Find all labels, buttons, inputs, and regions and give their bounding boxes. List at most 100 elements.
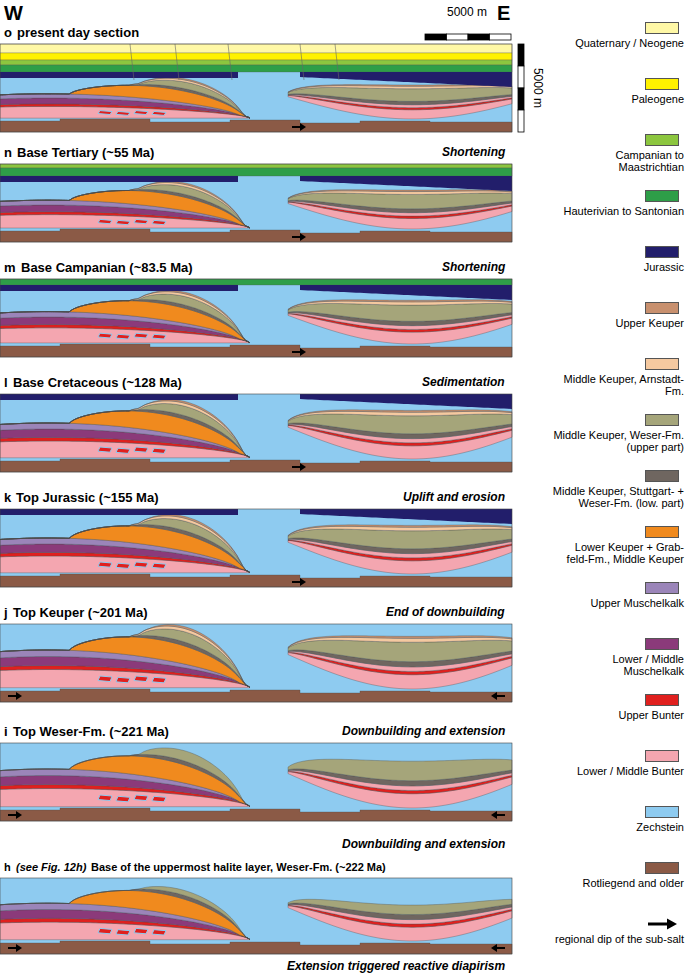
fault-block <box>152 930 166 935</box>
legend-swatch <box>645 806 679 818</box>
legend-swatch <box>645 750 679 762</box>
zechstein-salt <box>0 878 512 954</box>
zechstein-salt <box>0 279 512 357</box>
scale-segment <box>425 34 447 40</box>
overburden-band <box>0 164 512 168</box>
zechstein-salt <box>0 624 512 702</box>
legend-swatch <box>645 638 679 650</box>
fault-block <box>134 333 148 338</box>
strata-layer <box>0 401 250 458</box>
arrow-sample <box>645 918 679 930</box>
strata-layer <box>288 636 512 648</box>
dip-arrow-head <box>491 811 497 819</box>
strata-layer <box>288 85 512 93</box>
strata-layer <box>0 515 250 573</box>
jurassic <box>300 509 512 524</box>
legend-text: Lower / Middle Bunter <box>552 765 684 777</box>
legend-text: Lower Keuper + Grab- feld-Fm., Middle Ke… <box>552 541 684 565</box>
strata-layer <box>0 890 250 939</box>
strata-layer <box>0 519 250 573</box>
scale-segment <box>468 34 490 40</box>
fault-block <box>116 220 130 224</box>
dip-arrow-head <box>16 811 22 819</box>
cross-section <box>0 743 512 821</box>
dip-arrow-head <box>300 463 306 471</box>
panel-letter: h <box>4 861 11 874</box>
legend-swatch <box>645 470 679 482</box>
panel-letter: i <box>4 725 8 740</box>
strata-layer <box>288 301 512 310</box>
zechstein-salt <box>0 509 512 587</box>
legend-text: Middle Keuper, Stuttgart- + Weser-Fm. (l… <box>552 485 684 509</box>
strata-layer <box>288 526 512 536</box>
cross-section <box>0 279 512 357</box>
strata-layer <box>288 637 512 648</box>
fault-block <box>98 333 112 338</box>
cross-section <box>0 44 512 132</box>
fault-block <box>116 111 130 115</box>
legend-swatch <box>645 22 679 34</box>
strata-layer <box>0 625 250 688</box>
fault-block <box>134 676 148 682</box>
strata-layer <box>288 191 512 199</box>
dip-arrow-head <box>491 944 497 952</box>
legend-text: Upper Keuper <box>552 317 684 329</box>
panel-letter: j <box>4 606 8 621</box>
overburden-band <box>0 279 512 285</box>
legend-text: Campanian to Maastrichtian <box>552 149 684 173</box>
legend-text: regional dip of the sub-salt <box>552 933 684 945</box>
strata-layer <box>288 525 512 536</box>
fault-block <box>152 334 166 339</box>
rotliegend <box>0 229 512 242</box>
jurassic <box>0 176 238 182</box>
fault-block <box>116 563 130 568</box>
fault-block <box>152 111 166 115</box>
legend-swatch <box>645 582 679 594</box>
fault-line <box>130 44 134 80</box>
jurassic <box>0 509 238 515</box>
panel-title: present day section <box>17 26 139 41</box>
legend-text: Quaternary / Neogene <box>552 37 684 49</box>
cross-section <box>0 878 512 954</box>
section-outline <box>0 44 512 132</box>
legend-text: Middle Keuper, Weser-Fm. (upper part) <box>552 429 684 453</box>
legend-swatch <box>645 358 679 370</box>
arrow-sample-shaft <box>648 923 669 926</box>
process-note: Shortening <box>442 146 505 160</box>
dip-arrow-head <box>491 692 497 700</box>
fault-block <box>152 220 166 224</box>
panel-title: Base of the uppermost halite layer, Wese… <box>91 861 386 874</box>
panel-letter: k <box>4 491 11 506</box>
fault-block <box>98 219 112 223</box>
panel-title: Top Jurassic (~155 Ma) <box>16 491 158 506</box>
strata-layer <box>288 411 512 421</box>
strata-layer <box>288 414 512 434</box>
zechstein-salt <box>0 164 512 242</box>
strata-layer <box>0 748 250 807</box>
jurassic <box>300 72 512 87</box>
legend-text: Middle Keuper, Arnstadt-Fm. <box>552 373 684 397</box>
legend-text: Upper Bunter <box>552 709 684 721</box>
fault-block <box>134 795 148 801</box>
strata-layer <box>0 78 250 118</box>
scale-segment <box>518 66 524 88</box>
strata-layer <box>288 300 512 310</box>
strata-layer <box>0 756 250 807</box>
section-outline <box>0 878 512 954</box>
fault-block <box>98 447 112 452</box>
fault-block <box>98 928 112 933</box>
dip-arrow-head <box>300 348 306 356</box>
strata-layer <box>0 181 250 228</box>
panel-title: Top Keuper (~201 Ma) <box>13 606 147 621</box>
legend-swatch <box>645 862 679 874</box>
legend-swatch <box>645 302 679 314</box>
figure-reference: (see Fig. 12h) <box>16 861 86 874</box>
legend-text: Upper Muschelkalk <box>552 597 684 609</box>
strata-layer <box>0 400 250 458</box>
panel-title: Base Tertiary (~55 Ma) <box>17 146 154 161</box>
strata-layer <box>288 759 512 780</box>
scale-label: 5000 m <box>447 6 487 20</box>
process-note: Shortening <box>442 261 505 275</box>
fault-block <box>116 930 130 935</box>
direction-label: E <box>497 2 510 25</box>
